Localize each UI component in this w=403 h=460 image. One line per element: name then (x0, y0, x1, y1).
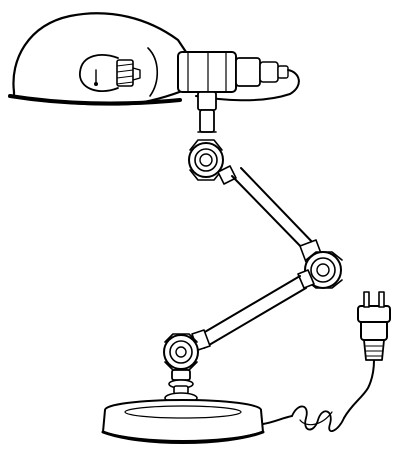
power-plug (358, 292, 390, 360)
base-stem (165, 370, 197, 403)
upper-arm (198, 92, 216, 132)
middle-arm (218, 166, 322, 262)
lower-arm (192, 270, 314, 350)
upper-hinge (189, 140, 223, 180)
base-hinge (164, 334, 198, 370)
power-cord (263, 360, 374, 431)
lamp-base (103, 400, 263, 443)
bulb-socket (178, 52, 288, 92)
light-bulb (80, 55, 140, 91)
